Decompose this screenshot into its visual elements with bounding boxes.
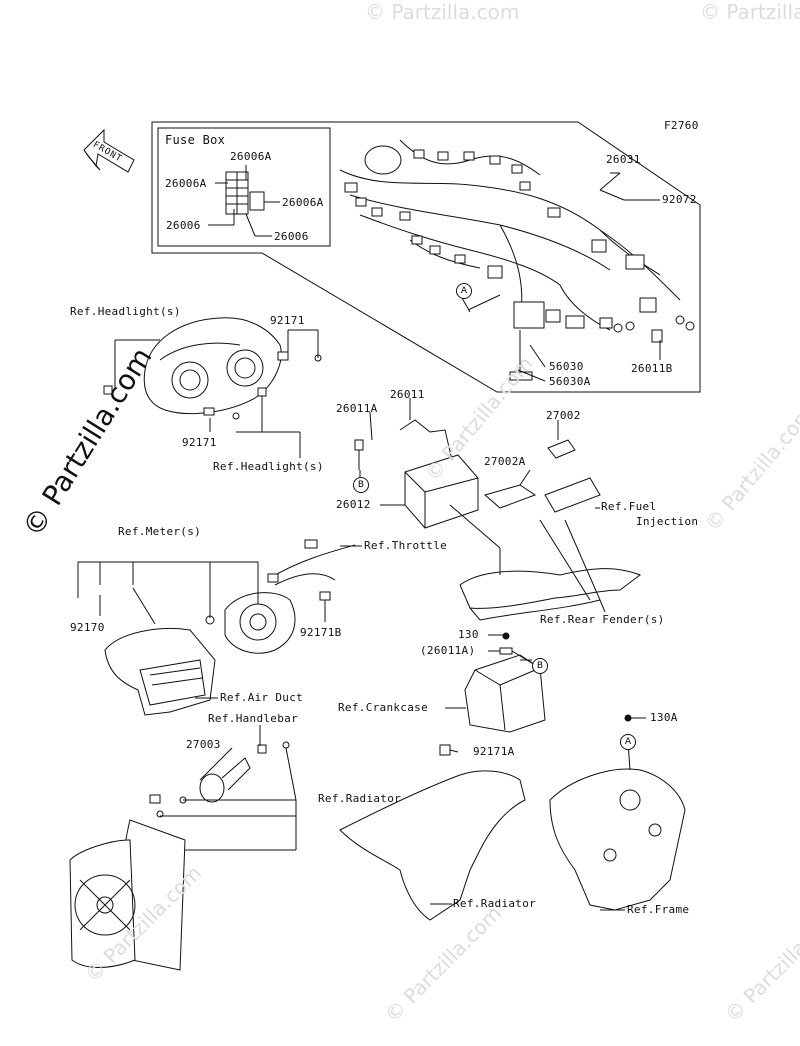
ref-crankcase: Ref.Crankcase (338, 701, 428, 714)
fuse-box-title: Fuse Box (165, 133, 226, 147)
callout-56030: 56030 (549, 360, 584, 373)
callout-92171B: 92171B (300, 626, 342, 639)
ref-headlight-top: Ref.Headlight(s) (70, 305, 181, 318)
rear-fender-drawing (459, 568, 642, 621)
meter-drawing (205, 592, 296, 654)
callout-26011A-paren: (26011A) (420, 644, 476, 657)
marker-a-frame: A (620, 734, 636, 750)
ref-fuel-injection-line2: Injection (636, 515, 699, 528)
fuse-label-26006-left: 26006 (166, 219, 201, 232)
figure-code: F2760 (664, 119, 699, 132)
fuse-label-26006A-left: 26006A (165, 177, 207, 190)
frame-drawing (549, 714, 686, 911)
center-bracket-drawing (339, 744, 526, 921)
fuse-label-26006A-right: 26006A (282, 196, 324, 209)
ref-rear-fender: Ref.Rear Fender(s) (540, 613, 665, 626)
relay-drawing (483, 439, 601, 513)
marker-b-ecu: B (353, 477, 369, 493)
wiring-harness-drawing (339, 139, 695, 381)
headlight-drawing (103, 317, 322, 420)
ref-throttle: Ref.Throttle (364, 539, 448, 552)
callout-92072: 92072 (662, 193, 697, 206)
ref-frame: Ref.Frame (627, 903, 690, 916)
front-arrow-icon (83, 128, 135, 173)
fuse-label-26006-bottom: 26006 (274, 230, 309, 243)
ref-radiator-center: Ref.Radiator (453, 897, 537, 910)
marker-a-harness: A (456, 283, 472, 299)
crankcase-drawing (464, 632, 546, 733)
fuse-label-26006A-top: 26006A (230, 150, 272, 163)
air-duct-drawing (104, 627, 216, 716)
callout-27002A: 27002A (484, 455, 526, 468)
marker-b-crankcase: B (532, 658, 548, 674)
callout-92171A: 92171A (473, 745, 515, 758)
callout-92171-b: 92171 (182, 436, 217, 449)
horn-drawing (156, 741, 290, 818)
throttle-harness-drawing (267, 539, 356, 601)
callout-130A: 130A (650, 711, 678, 724)
callout-26011: 26011 (390, 388, 425, 401)
ref-air-duct: Ref.Air Duct (220, 691, 304, 704)
watermark-top-right: © Partzilla.com (700, 0, 800, 24)
ref-radiator-left: Ref.Radiator (318, 792, 402, 805)
radiator-drawing (69, 794, 186, 971)
ref-fuel-injection-line1: Ref.Fuel (601, 500, 657, 513)
ref-handlebar: Ref.Handlebar (208, 712, 298, 725)
ref-meter: Ref.Meter(s) (118, 525, 202, 538)
fuse-box-frame (157, 127, 331, 247)
callout-26011A: 26011A (336, 402, 378, 415)
callout-92170: 92170 (70, 621, 105, 634)
harness-panel (151, 121, 701, 393)
callout-27003: 27003 (186, 738, 221, 751)
ref-headlight-bottom: Ref.Headlight(s) (213, 460, 324, 473)
callout-92171-a: 92171 (270, 314, 305, 327)
callout-56030A: 56030A (549, 375, 591, 388)
callout-26031: 26031 (606, 153, 641, 166)
ecu-drawing (354, 419, 479, 529)
callout-26011B: 26011B (631, 362, 673, 375)
watermark-top: © Partzilla.com (365, 0, 520, 24)
callout-130: 130 (458, 628, 479, 641)
callout-26012: 26012 (336, 498, 371, 511)
fuse-box-drawing (208, 165, 280, 237)
callout-27002: 27002 (546, 409, 581, 422)
